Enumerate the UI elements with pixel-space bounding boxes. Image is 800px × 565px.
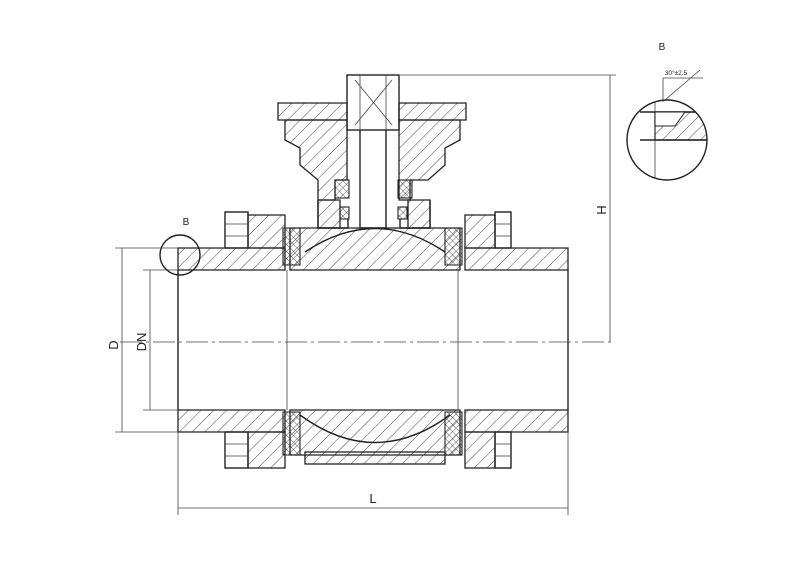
- mounting-pad-left: [277, 102, 348, 121]
- body-bottom: [289, 409, 461, 456]
- stem-packing-right: [397, 179, 413, 199]
- seat-lower-right: [444, 411, 463, 456]
- bonnet-right: [398, 119, 461, 201]
- detail-title: B: [659, 42, 666, 53]
- left-end-top: [177, 247, 286, 271]
- ball-upper-arc: [304, 227, 446, 253]
- seat-upper-left: [282, 227, 301, 266]
- chamfer-spec: 30°±2.5: [665, 69, 688, 77]
- ball-lower-arc: [299, 414, 451, 444]
- right-end-top: [464, 247, 569, 271]
- mounting-pad-right: [398, 102, 467, 121]
- label-h: H: [594, 205, 609, 214]
- bolt-top-right: [494, 211, 512, 249]
- stem-packing-left: [334, 179, 350, 199]
- body-top: [289, 227, 461, 271]
- seat-upper-right: [444, 227, 463, 266]
- stem-assembly: [277, 74, 467, 229]
- label-d: D: [106, 340, 121, 349]
- stem-oring-right: [397, 206, 408, 220]
- stem-shaft: [359, 130, 387, 229]
- bolt-bottom-left: [224, 431, 249, 469]
- bolt-bottom-right: [494, 431, 512, 469]
- dimension-lines: [115, 74, 616, 515]
- stem-oring-left: [339, 206, 350, 220]
- detail-marker-label: B: [183, 217, 190, 228]
- left-end-bottom: [177, 409, 286, 433]
- valve-body: [177, 211, 569, 469]
- bolt-top-left: [224, 211, 249, 249]
- right-end-bottom: [464, 409, 569, 433]
- detail-marker-circle: [159, 234, 201, 276]
- detail-view-b: B 30°±2.5: [626, 42, 708, 181]
- label-l: L: [369, 491, 376, 506]
- label-dn: DN: [134, 333, 149, 352]
- seat-lower-left: [282, 411, 301, 456]
